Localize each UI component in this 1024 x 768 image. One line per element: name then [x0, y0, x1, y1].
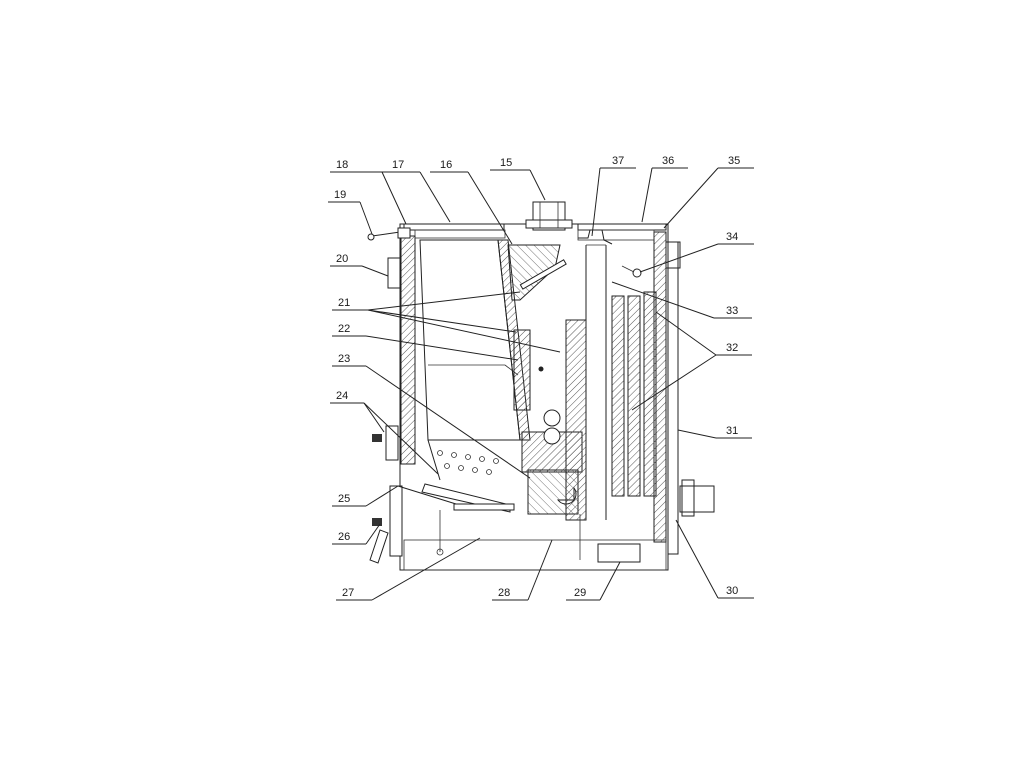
top-cover [403, 223, 505, 231]
upper-door [387, 257, 401, 289]
callout-16: 16 [440, 159, 452, 171]
callout-21: 21 [338, 297, 350, 309]
return-pipe-flange [681, 479, 695, 517]
callout-29: 29 [574, 587, 586, 599]
callout-36: 36 [662, 155, 674, 167]
callout-27: 27 [342, 587, 354, 599]
callout-18: 18 [336, 159, 348, 171]
callout-26: 26 [338, 531, 350, 543]
baffle-plate [513, 329, 531, 411]
callout-15: 15 [500, 157, 512, 169]
callout-19: 19 [334, 189, 346, 201]
flue-plate [519, 259, 567, 290]
right-jacket-panel [667, 241, 679, 555]
callout-20: 20 [336, 253, 348, 265]
leader-lines [328, 167, 754, 601]
tube-2 [627, 295, 641, 497]
door-handle-26 [372, 518, 382, 526]
base-access-panel [597, 543, 641, 563]
top-insulation-left [414, 229, 506, 239]
flue-flange [525, 219, 573, 229]
callout-25: 25 [338, 493, 350, 505]
base-frame [403, 539, 667, 571]
callout-35: 35 [728, 155, 740, 167]
callout-22: 22 [338, 323, 350, 335]
lower-lever [369, 529, 389, 564]
sensor-fitting [367, 233, 375, 241]
middle-door [385, 425, 399, 461]
central-exchanger [565, 319, 587, 521]
center-dot [538, 366, 544, 372]
lower-door [389, 485, 403, 557]
boiler-body [367, 201, 715, 571]
tube-1 [611, 295, 625, 497]
callout-37: 37 [612, 155, 624, 167]
top-insulation-right [577, 229, 655, 241]
burner-nozzle [543, 409, 561, 427]
callout-30: 30 [726, 585, 738, 597]
top-cover-right [577, 223, 667, 231]
tube-3 [643, 291, 657, 497]
burner-nozzle-2 [543, 427, 561, 445]
callout-17: 17 [392, 159, 404, 171]
air-holes [437, 450, 499, 475]
callout-23: 23 [338, 353, 350, 365]
left-wall-insulation [400, 235, 416, 465]
callout-24: 24 [336, 390, 348, 402]
callout-28: 28 [498, 587, 510, 599]
thermostat-probe [632, 268, 642, 278]
callout-34: 34 [726, 231, 738, 243]
door-handle-24 [372, 434, 382, 442]
callout-31: 31 [726, 425, 738, 437]
top-left-clamp [397, 227, 411, 239]
return-pipe [679, 485, 715, 513]
callout-labels: 15 16 17 18 19 20 21 22 23 24 25 26 27 2… [334, 155, 740, 599]
callout-32: 32 [726, 342, 738, 354]
ash-pan [453, 503, 515, 511]
right-upper-box [665, 241, 681, 269]
callout-33: 33 [726, 305, 738, 317]
